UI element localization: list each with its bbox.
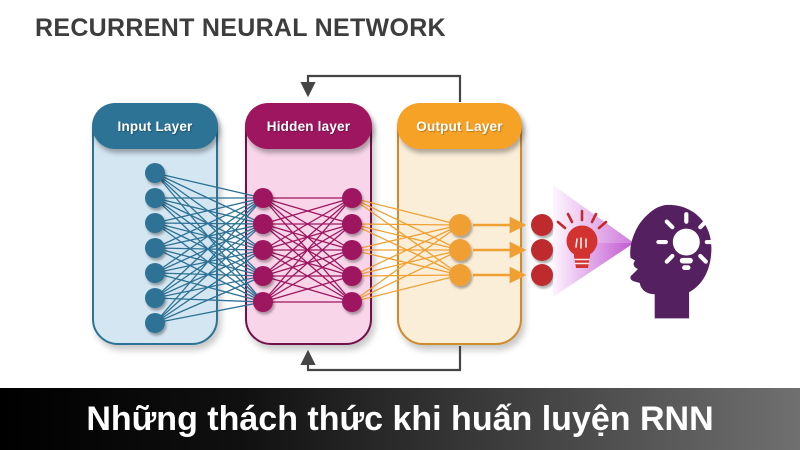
banner-text: Những thách thức khi huấn luyện RNN — [86, 399, 714, 438]
hidden-layer-box: Hidden layer — [245, 103, 372, 345]
output-result-dots — [531, 214, 553, 286]
output-layer-box: Output Layer — [397, 103, 522, 345]
page-title: RECURRENT NEURAL NETWORK — [35, 14, 446, 42]
output-layer-header: Output Layer — [397, 103, 522, 149]
output-dot — [531, 214, 553, 236]
idea-beam-triangle — [553, 185, 634, 297]
output-dot — [531, 264, 553, 286]
output-layer-label: Output Layer — [416, 118, 503, 134]
head-bulb-icon — [630, 204, 717, 319]
input-layer-header: Input Layer — [92, 103, 218, 149]
output-dot — [531, 239, 553, 261]
input-layer-label: Input Layer — [117, 118, 193, 134]
hidden-layer-header: Hidden layer — [245, 103, 372, 149]
recurrent-loop-bottom-arrow — [300, 346, 462, 372]
idea-bulb-icon — [556, 209, 608, 268]
hidden-layer-label: Hidden layer — [266, 118, 351, 134]
recurrent-loop-top-arrow — [300, 74, 462, 102]
bottom-banner: Những thách thức khi huấn luyện RNN — [0, 388, 800, 450]
input-layer-box: Input Layer — [92, 103, 218, 345]
